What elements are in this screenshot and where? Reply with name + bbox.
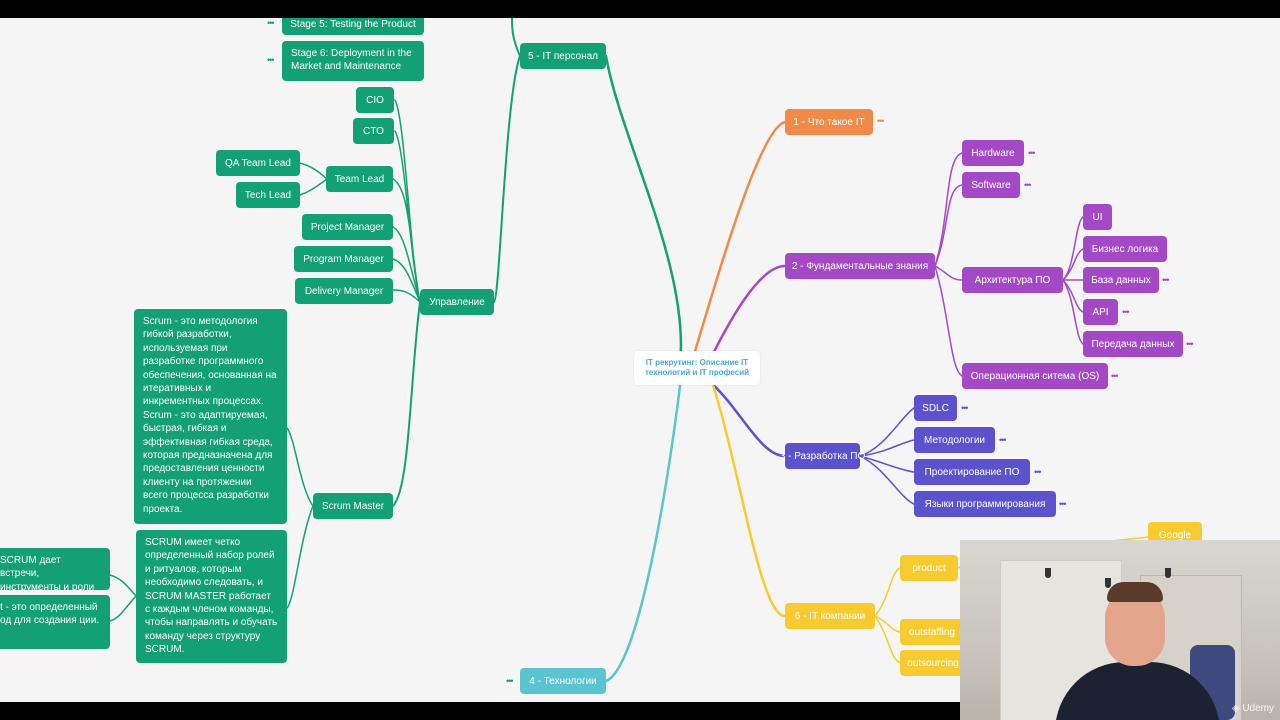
collapse-dots-icon[interactable]: •••: [999, 435, 1007, 445]
collapse-dots-icon[interactable]: •••: [1162, 275, 1170, 285]
outstaffing-node[interactable]: outstaffing: [900, 619, 964, 645]
team-lead-node[interactable]: Team Lead: [326, 166, 393, 192]
outsourcing-node[interactable]: outsourcing: [900, 650, 966, 676]
branch-technologies[interactable]: 4 - Технологии: [520, 668, 606, 694]
product-node[interactable]: product: [900, 555, 958, 581]
collapse-dots-icon[interactable]: •••: [1028, 148, 1036, 158]
project-manager-node[interactable]: Project Manager: [302, 214, 393, 240]
presenter-hair: [1107, 582, 1163, 602]
management-node[interactable]: Управление: [420, 289, 494, 315]
collapse-dots-icon[interactable]: •••: [506, 676, 514, 686]
webcam-overlay: ◈ Udemy: [960, 540, 1280, 720]
collapse-dots-icon[interactable]: •••: [267, 18, 275, 28]
ceiling-lamp-icon: [1165, 568, 1171, 578]
central-topic-node[interactable]: IT рекрутинг: Описание IT технологий и I…: [634, 351, 760, 385]
scrum-left-node-2[interactable]: t - это определенный од для создания ции…: [0, 595, 110, 649]
software-node[interactable]: Software: [962, 172, 1020, 198]
udemy-logo: ◈ Udemy: [1232, 703, 1274, 714]
os-node[interactable]: Операционная ситема (OS): [962, 363, 1108, 389]
business-logic-node[interactable]: Бизнес логика: [1083, 236, 1167, 262]
collapse-dots-icon[interactable]: •••: [961, 403, 969, 413]
data-transfer-node[interactable]: Передача данных: [1083, 331, 1183, 357]
software-design-node[interactable]: Проектирование ПО: [914, 459, 1030, 485]
stage5-node[interactable]: Stage 5: Testing the Product: [282, 18, 424, 35]
stage6-node[interactable]: Stage 6: Deployment in the Market and Ma…: [282, 41, 424, 81]
branch-it-personnel[interactable]: 5 - IT персонал: [520, 43, 606, 69]
delivery-manager-node[interactable]: Delivery Manager: [295, 278, 393, 304]
tech-lead-node[interactable]: Tech Lead: [236, 182, 300, 208]
cto-node[interactable]: CTO: [353, 118, 394, 144]
branch-it-companies[interactable]: 6 - IT компании: [785, 603, 875, 629]
qa-team-lead-node[interactable]: QA Team Lead: [216, 150, 300, 176]
programming-languages-node[interactable]: Языки программирования: [914, 491, 1056, 517]
scrum-roles-node[interactable]: SCRUM имеет четко определенный набор рол…: [136, 530, 287, 663]
scrum-master-node[interactable]: Scrum Master: [313, 493, 393, 519]
ceiling-lamp-icon: [1045, 568, 1051, 578]
collapse-dots-icon[interactable]: •••: [877, 116, 885, 126]
collapse-dots-icon[interactable]: •••: [1111, 371, 1119, 381]
collapse-dots-icon[interactable]: •••: [1059, 499, 1067, 509]
database-node[interactable]: База данных: [1083, 267, 1159, 293]
hardware-node[interactable]: Hardware: [962, 140, 1024, 166]
ui-node[interactable]: UI: [1083, 204, 1112, 230]
collapse-dots-icon[interactable]: •••: [267, 55, 275, 65]
udemy-logo-icon: ◈: [1231, 703, 1243, 714]
api-node[interactable]: API: [1083, 299, 1118, 325]
udemy-brand-text: Udemy: [1242, 703, 1274, 714]
collapse-dots-icon[interactable]: •••: [1024, 180, 1032, 190]
branch-what-is-it[interactable]: 1 - Что такое IT: [785, 109, 873, 135]
collapse-dots-icon[interactable]: •••: [1122, 307, 1130, 317]
collapse-dots-icon[interactable]: •••: [1186, 339, 1194, 349]
collapse-dots-icon[interactable]: •••: [1034, 467, 1042, 477]
ceiling-lamp-icon: [1105, 578, 1111, 588]
branch-software-development[interactable]: 3 - Разработка ПО: [780, 443, 865, 469]
scrum-description-node[interactable]: Scrum - это методология гибкой разработк…: [134, 309, 287, 524]
sdlc-node[interactable]: SDLC: [914, 395, 957, 421]
mindmap-canvas[interactable]: IT рекрутинг: Описание IT технологий и I…: [0, 18, 1280, 702]
branch-fundamentals[interactable]: 2 - Фундаментальные знания: [785, 253, 935, 279]
scrum-left-node-1[interactable]: SCRUM дает встречи, инструменты и роли: [0, 548, 110, 593]
cio-node[interactable]: CIO: [356, 87, 394, 113]
program-manager-node[interactable]: Program Manager: [294, 246, 393, 272]
methodologies-node[interactable]: Методологии: [914, 427, 995, 453]
architecture-node[interactable]: Архитектура ПО: [962, 267, 1063, 293]
